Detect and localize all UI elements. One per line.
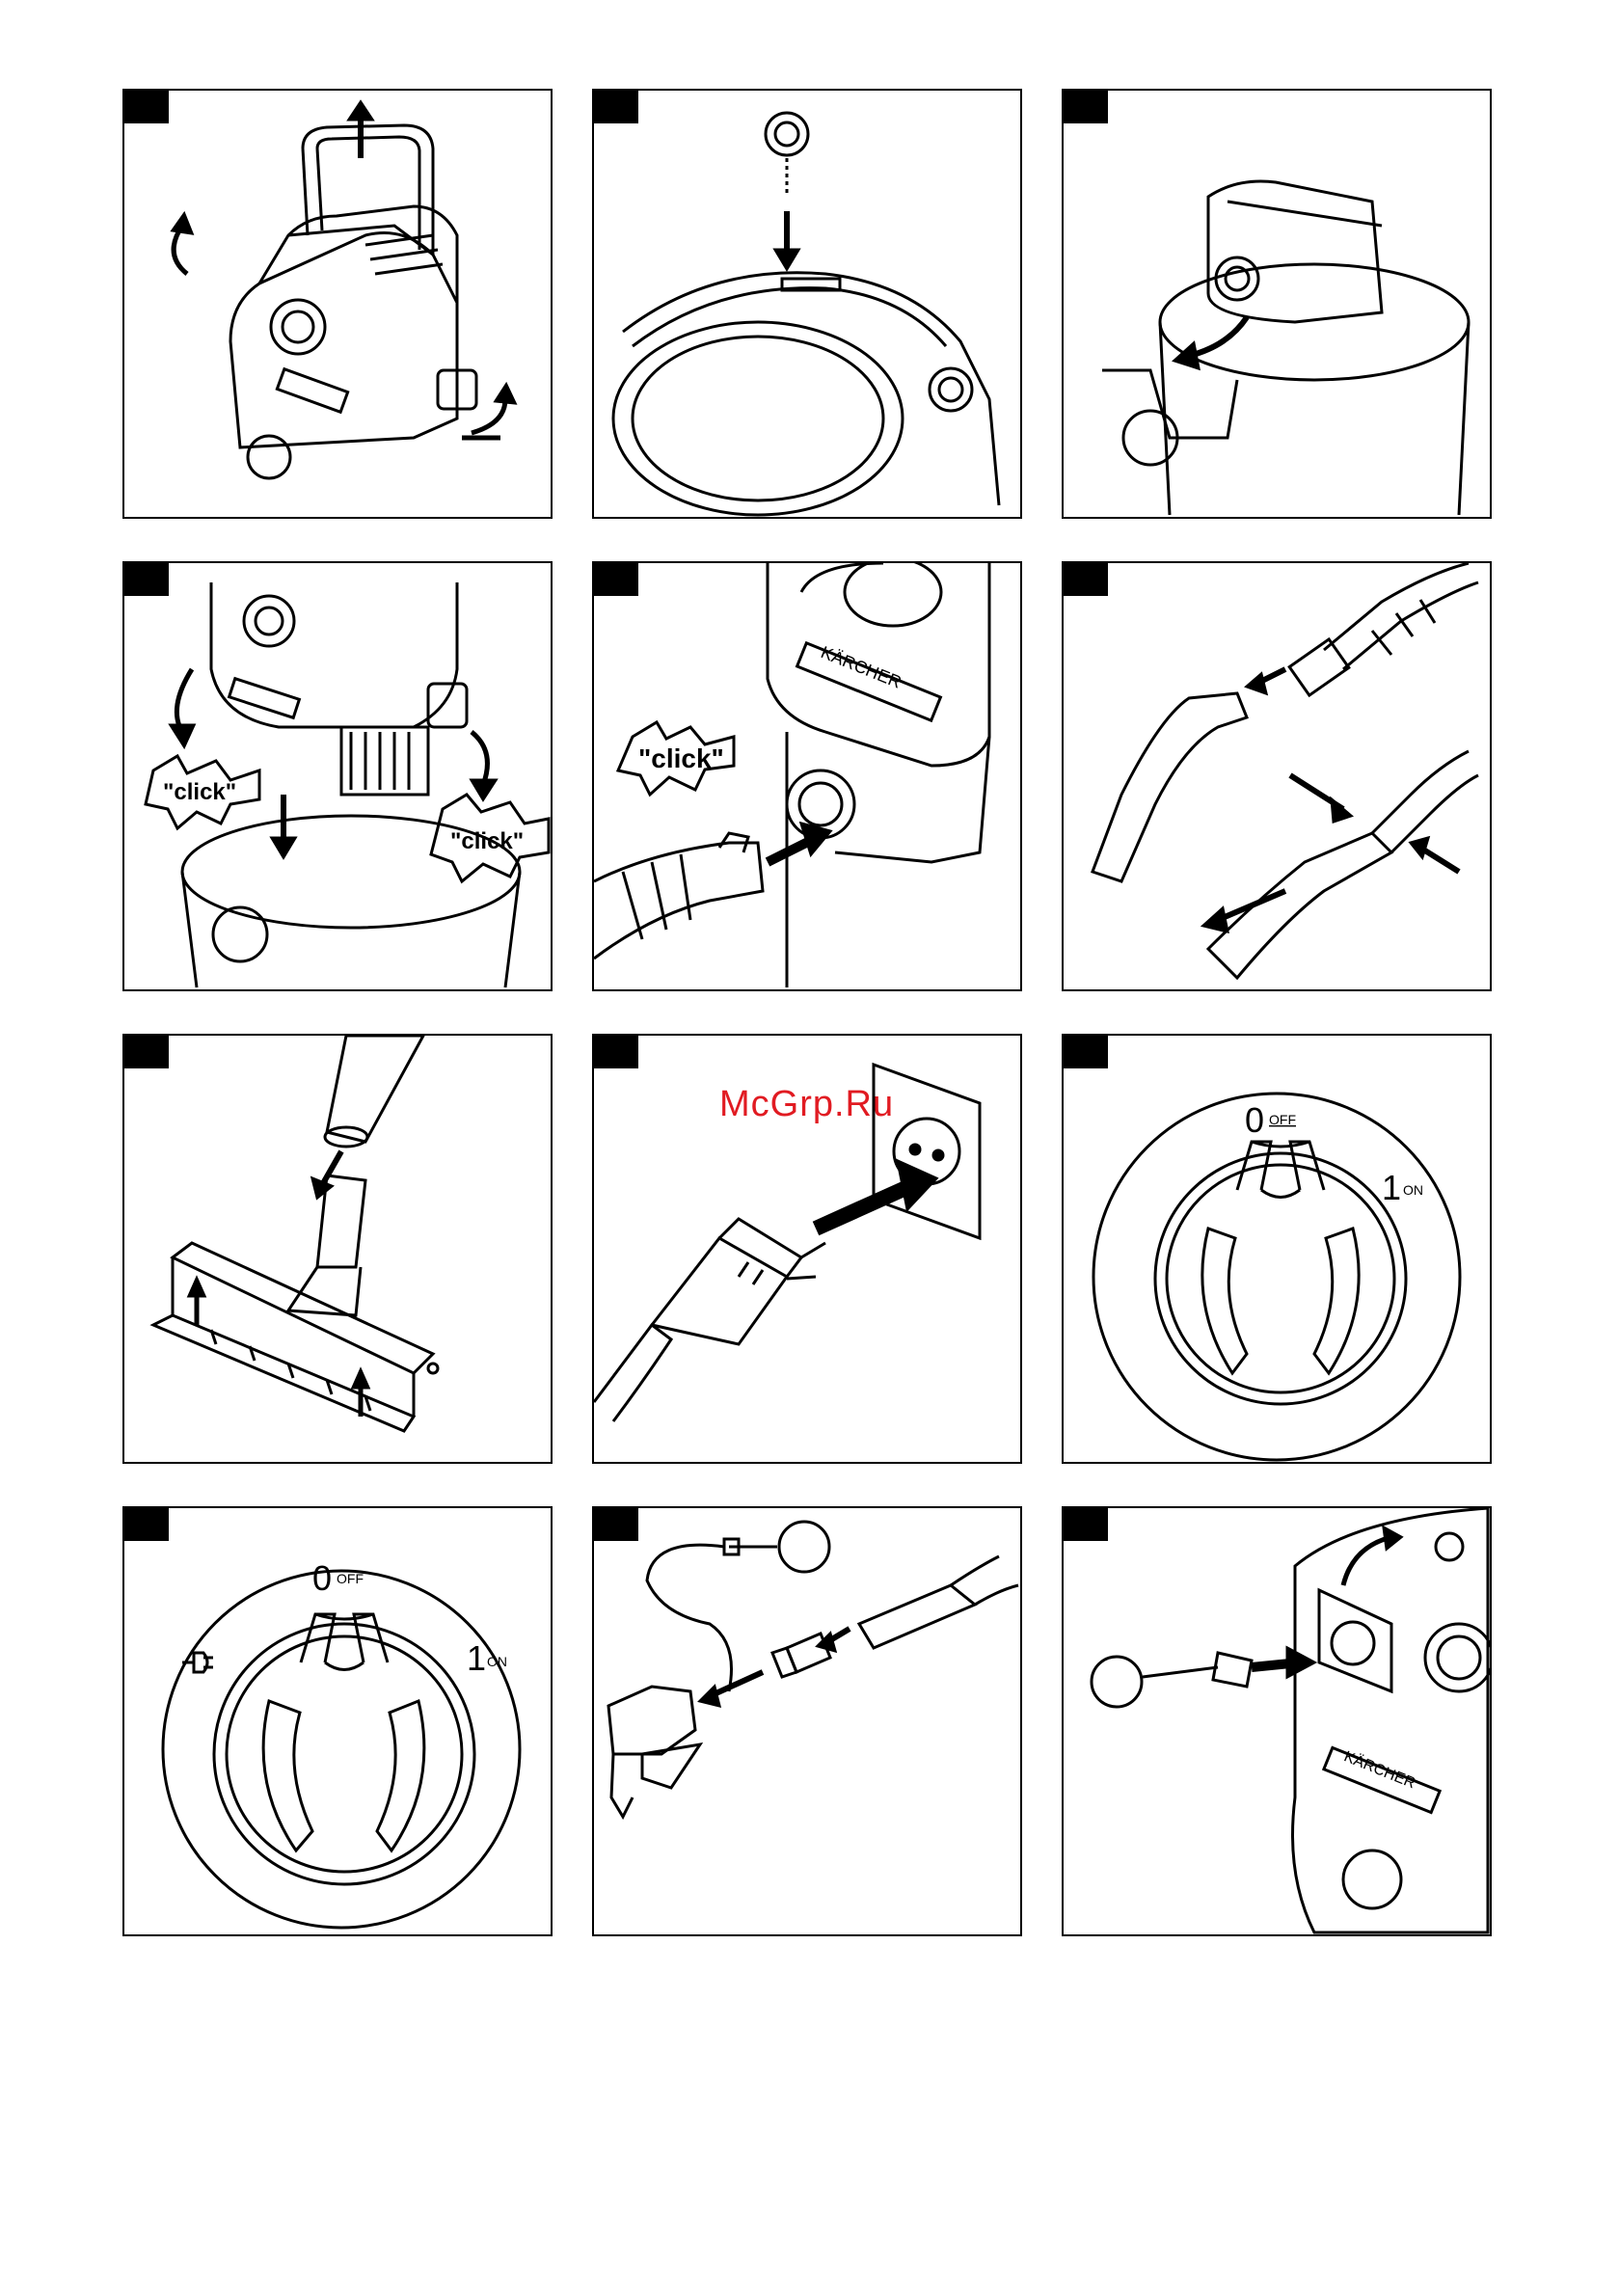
- click-label: "click": [163, 779, 236, 805]
- panel-hose-connect: KÄRCHER "click": [592, 561, 1022, 991]
- illustration-filter-bag: [1064, 91, 1490, 517]
- brand-logo: KÄRCHER: [1341, 1747, 1417, 1792]
- illustration-switch-dial: 0 OFF 1 ON: [1064, 1036, 1490, 1462]
- panel-appliance-socket: KÄRCHER: [1062, 1506, 1492, 1936]
- figure-number-tab: [1064, 563, 1108, 596]
- illustration-floor-nozzle: [124, 1036, 551, 1462]
- click-label: "click": [638, 743, 724, 773]
- illustration-hose-handle: [1064, 563, 1490, 989]
- on-text: ON: [487, 1654, 507, 1669]
- figure-number-tab: [124, 1508, 169, 1541]
- panel-hose-handle: [1062, 561, 1492, 991]
- figure-number-tab: [594, 91, 638, 123]
- panel-floor-nozzle: [122, 1034, 553, 1464]
- brand-logo: KÄRCHER: [819, 642, 904, 692]
- figure-number-tab: [1064, 1036, 1108, 1068]
- panel-switch-dial-3pos: 0 OFF 1 ON: [122, 1506, 553, 1936]
- off-text: OFF: [337, 1571, 364, 1586]
- figure-number-tab: [124, 563, 169, 596]
- illustration-lift-handle: [124, 91, 551, 517]
- callout-circle: [1092, 1657, 1142, 1707]
- off-number: 0: [1245, 1100, 1264, 1140]
- panel-switch-dial-2pos: 0 OFF 1 ON: [1062, 1034, 1492, 1464]
- illustration-switch-dial: 0 OFF 1 ON: [124, 1508, 551, 1934]
- watermark: McGrp.Ru: [719, 1084, 894, 1125]
- figure-number-tab: [124, 1036, 169, 1068]
- figure-number-tab: [594, 563, 638, 596]
- plug-icon: [182, 1653, 213, 1672]
- panel-float-valve: [592, 89, 1022, 519]
- off-number: 0: [312, 1558, 332, 1598]
- illustration-float-valve: [594, 91, 1020, 517]
- illustration-power-tool-adapter: [594, 1508, 1020, 1934]
- panel-power-tool-adapter: [592, 1506, 1022, 1936]
- figure-number-tab: [124, 91, 169, 123]
- figure-number-tab: [1064, 1508, 1108, 1541]
- illustration-hose-connect: KÄRCHER "click": [594, 563, 1020, 989]
- panel-lift-handle: [122, 89, 553, 519]
- callout-circle: [779, 1522, 829, 1572]
- illustration-attach-head: "click" "click": [124, 563, 551, 989]
- off-text: OFF: [1269, 1112, 1296, 1127]
- figure-number-tab: [1064, 91, 1108, 123]
- on-text: ON: [1403, 1182, 1423, 1198]
- on-number: 1: [1382, 1168, 1401, 1207]
- click-label: "click": [450, 828, 524, 854]
- illustration-appliance-socket: KÄRCHER: [1064, 1508, 1490, 1934]
- on-number: 1: [467, 1638, 486, 1678]
- panel-attach-head: "click" "click": [122, 561, 553, 991]
- figure-number-tab: [594, 1036, 638, 1068]
- figure-number-tab: [594, 1508, 638, 1541]
- panel-filter-bag: [1062, 89, 1492, 519]
